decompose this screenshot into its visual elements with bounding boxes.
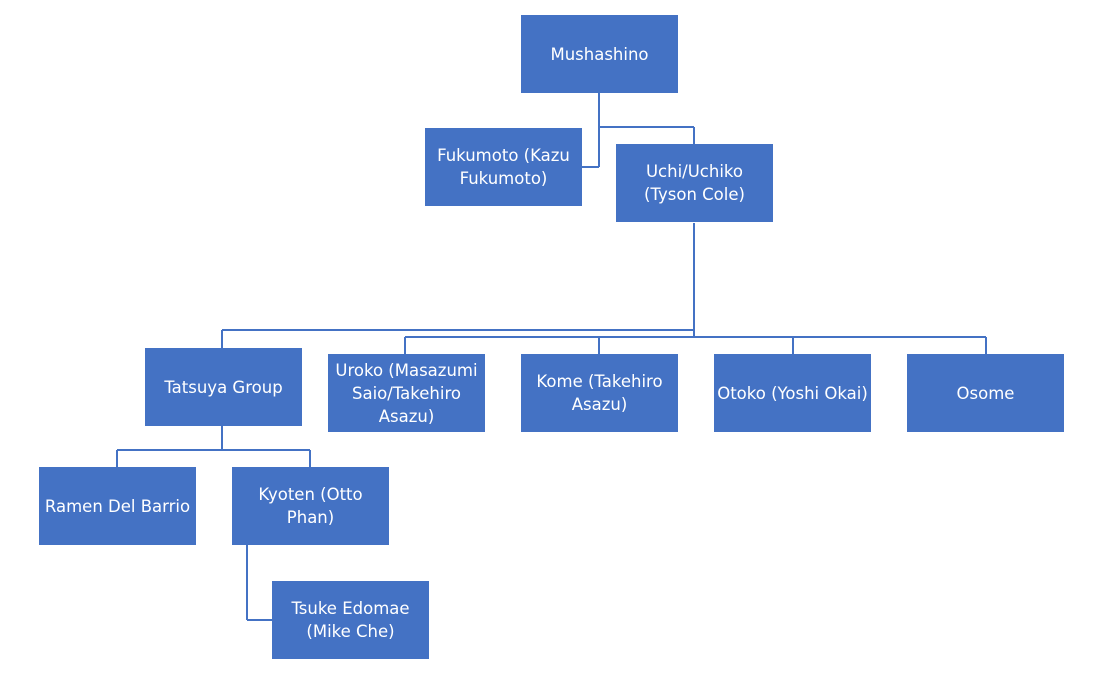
node-uchi-label: Uchi/Uchiko (Tyson Cole) [644, 162, 745, 204]
node-tatsuya[interactable]: Tatsuya Group [145, 348, 302, 426]
node-uroko-label: Uroko (Masazumi Saio/Takehiro Asazu) [335, 360, 478, 426]
node-osome[interactable]: Osome [907, 354, 1064, 432]
node-tsuke-label: Tsuke Edomae (Mike Che) [291, 599, 410, 641]
node-tatsuya-label: Tatsuya Group [164, 377, 283, 397]
node-kome-label: Kome (Takehiro Asazu) [536, 372, 663, 414]
node-osome-label: Osome [956, 383, 1015, 403]
node-mushashino-label: Mushashino [550, 44, 649, 64]
node-kome[interactable]: Kome (Takehiro Asazu) [521, 354, 678, 432]
node-ramen-label: Ramen Del Barrio [44, 496, 191, 516]
node-mushashino[interactable]: Mushashino [521, 15, 678, 93]
node-ramen[interactable]: Ramen Del Barrio [39, 467, 196, 545]
node-fukumoto[interactable]: Fukumoto (Kazu Fukumoto) [425, 128, 582, 206]
node-kyoten[interactable]: Kyoten (Otto Phan) [232, 467, 389, 545]
node-kyoten-label: Kyoten (Otto Phan) [258, 485, 363, 527]
node-fukumoto-label: Fukumoto (Kazu Fukumoto) [437, 146, 570, 188]
node-tsuke[interactable]: Tsuke Edomae (Mike Che) [272, 581, 429, 659]
node-otoko[interactable]: Otoko (Yoshi Okai) [714, 354, 871, 432]
node-uchi[interactable]: Uchi/Uchiko (Tyson Cole) [616, 144, 773, 222]
node-uroko[interactable]: Uroko (Masazumi Saio/Takehiro Asazu) [328, 354, 485, 432]
node-otoko-label: Otoko (Yoshi Okai) [717, 383, 868, 403]
